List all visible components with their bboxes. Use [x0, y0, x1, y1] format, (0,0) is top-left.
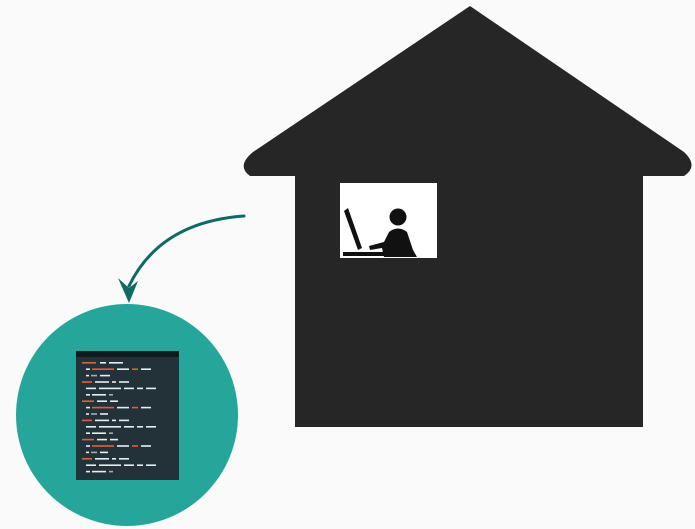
- code-line-segment: [95, 458, 109, 460]
- code-line-segment: [110, 438, 118, 441]
- code-line-segment: [109, 394, 113, 396]
- curved-arrow-icon: [118, 214, 246, 303]
- code-line-segment: [132, 368, 138, 370]
- code-line-segment: [109, 470, 113, 473]
- code-line-segment: [92, 470, 106, 473]
- code-line-segment: [100, 413, 108, 415]
- code-line-segment: [141, 406, 151, 409]
- person-head: [389, 208, 407, 226]
- code-line-segment: [86, 432, 90, 434]
- code-line-segment: [82, 438, 94, 441]
- code-line-segment: [99, 426, 121, 428]
- code-line-segment: [146, 426, 156, 428]
- code-line-segment: [119, 381, 129, 383]
- person-body: [369, 228, 417, 257]
- code-line-segment: [117, 406, 129, 409]
- code-line-segment: [92, 406, 114, 409]
- code-badge: [16, 304, 238, 526]
- editor-titlebar: [76, 351, 179, 357]
- code-line-segment: [119, 419, 129, 422]
- code-line-segment: [117, 368, 129, 370]
- code-line-segment: [137, 387, 143, 390]
- code-line-segment: [95, 419, 109, 422]
- code-line-segment: [86, 426, 96, 428]
- code-editor-icon: [76, 351, 179, 480]
- code-line-segment: [86, 470, 90, 473]
- code-line-segment: [86, 464, 96, 466]
- code-line-segment: [86, 406, 90, 409]
- code-line-segment: [109, 362, 123, 364]
- editor-window: [76, 351, 179, 480]
- house-roof: [243, 6, 692, 427]
- code-line-segment: [119, 458, 129, 460]
- arrow-shaft: [127, 214, 246, 288]
- code-line-segment: [112, 419, 116, 422]
- code-line-segment: [99, 387, 121, 390]
- code-line-segment: [92, 432, 106, 434]
- desk: [343, 252, 395, 256]
- code-lines: [82, 362, 156, 473]
- code-line-segment: [91, 451, 97, 454]
- code-line-segment: [132, 406, 138, 409]
- code-line-segment: [82, 362, 96, 364]
- code-line-segment: [86, 451, 89, 454]
- code-line-segment: [91, 374, 97, 377]
- code-line-segment: [137, 464, 143, 466]
- code-line-segment: [82, 381, 92, 383]
- code-line-segment: [110, 400, 118, 402]
- code-line-segment: [92, 368, 114, 370]
- code-line-segment: [100, 362, 106, 364]
- code-line-segment: [132, 445, 138, 447]
- code-line-segment: [82, 419, 92, 422]
- code-line-segment: [82, 400, 94, 402]
- code-line-segment: [92, 394, 106, 396]
- code-line-segment: [112, 458, 116, 460]
- code-line-segment: [146, 387, 156, 390]
- house-icon: [243, 6, 692, 427]
- code-line-segment: [86, 368, 90, 370]
- window: [340, 183, 437, 258]
- person-at-computer-icon: [343, 208, 417, 257]
- code-line-segment: [124, 387, 134, 390]
- code-line-segment: [146, 464, 156, 466]
- code-line-segment: [91, 413, 97, 415]
- code-line-segment: [100, 451, 108, 454]
- code-line-segment: [137, 426, 143, 428]
- code-line-segment: [141, 368, 151, 370]
- code-line-segment: [124, 464, 134, 466]
- code-line-segment: [141, 445, 151, 447]
- code-line-segment: [86, 445, 90, 447]
- code-line-segment: [109, 432, 113, 434]
- code-line-segment: [124, 426, 134, 428]
- code-line-segment: [82, 458, 92, 460]
- code-line-segment: [92, 445, 114, 447]
- code-line-segment: [95, 381, 109, 383]
- code-line-segment: [86, 413, 89, 415]
- arrow-head: [118, 278, 138, 303]
- monitor: [344, 208, 362, 250]
- code-line-segment: [97, 400, 107, 402]
- code-line-segment: [99, 464, 121, 466]
- code-line-segment: [86, 394, 90, 396]
- code-line-segment: [100, 374, 110, 377]
- code-line-segment: [86, 387, 96, 390]
- code-line-segment: [112, 381, 116, 383]
- code-line-segment: [117, 445, 129, 447]
- code-line-segment: [97, 438, 107, 441]
- code-line-segment: [86, 374, 89, 377]
